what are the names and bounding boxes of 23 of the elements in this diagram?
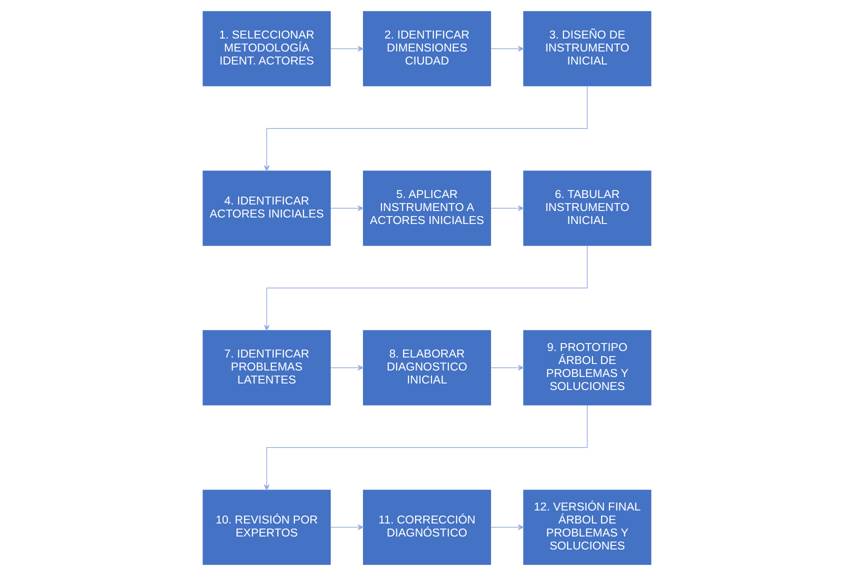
arrow [330, 364, 364, 371]
arrow [490, 205, 524, 212]
node-box: 2. IDENTIFICAR DIMENSIONES CIUDAD [362, 11, 492, 86]
node-box: 9. PROTOTIPO ÁRBOL DE PROBLEMAS Y SOLUCIONES [523, 330, 652, 406]
node-box: 8. ELABORAR DIAGNOSTICO INICIAL [362, 330, 492, 406]
node-box: 11. CORRECCIÓN DIAGNÓSTICO [362, 490, 492, 565]
arrow [264, 86, 588, 172]
arrow [490, 524, 524, 530]
arrow [330, 524, 364, 530]
arrow [264, 245, 588, 331]
node-box: 4. IDENTIFICAR ACTORES INICIALES [202, 170, 331, 246]
node-box: 3. DISEÑO DE INSTRUMENTO INICIAL [523, 11, 652, 86]
arrow [264, 404, 588, 490]
node-box: 7. IDENTIFICAR PROBLEMAS LATENTES [202, 330, 331, 406]
arrow [330, 205, 364, 212]
arrow [330, 46, 364, 52]
node-box: 10. REVISIÓN POR EXPERTOS [202, 490, 331, 565]
node-box: 5. APLICAR INSTRUMENTO A ACTORES INICIALES [362, 170, 492, 246]
node-box: 1. SELECCIONAR METODOLOGÍA IDENT. ACTORES [202, 11, 331, 86]
arrow [490, 364, 524, 371]
arrow [490, 46, 524, 52]
node-box: 12. VERSIÓN FINAL ÁRBOL DE PROBLEMAS Y SOLUCIONES [523, 490, 652, 565]
node-box: 6. TABULAR INSTRUMENTO INICIAL [523, 170, 652, 246]
